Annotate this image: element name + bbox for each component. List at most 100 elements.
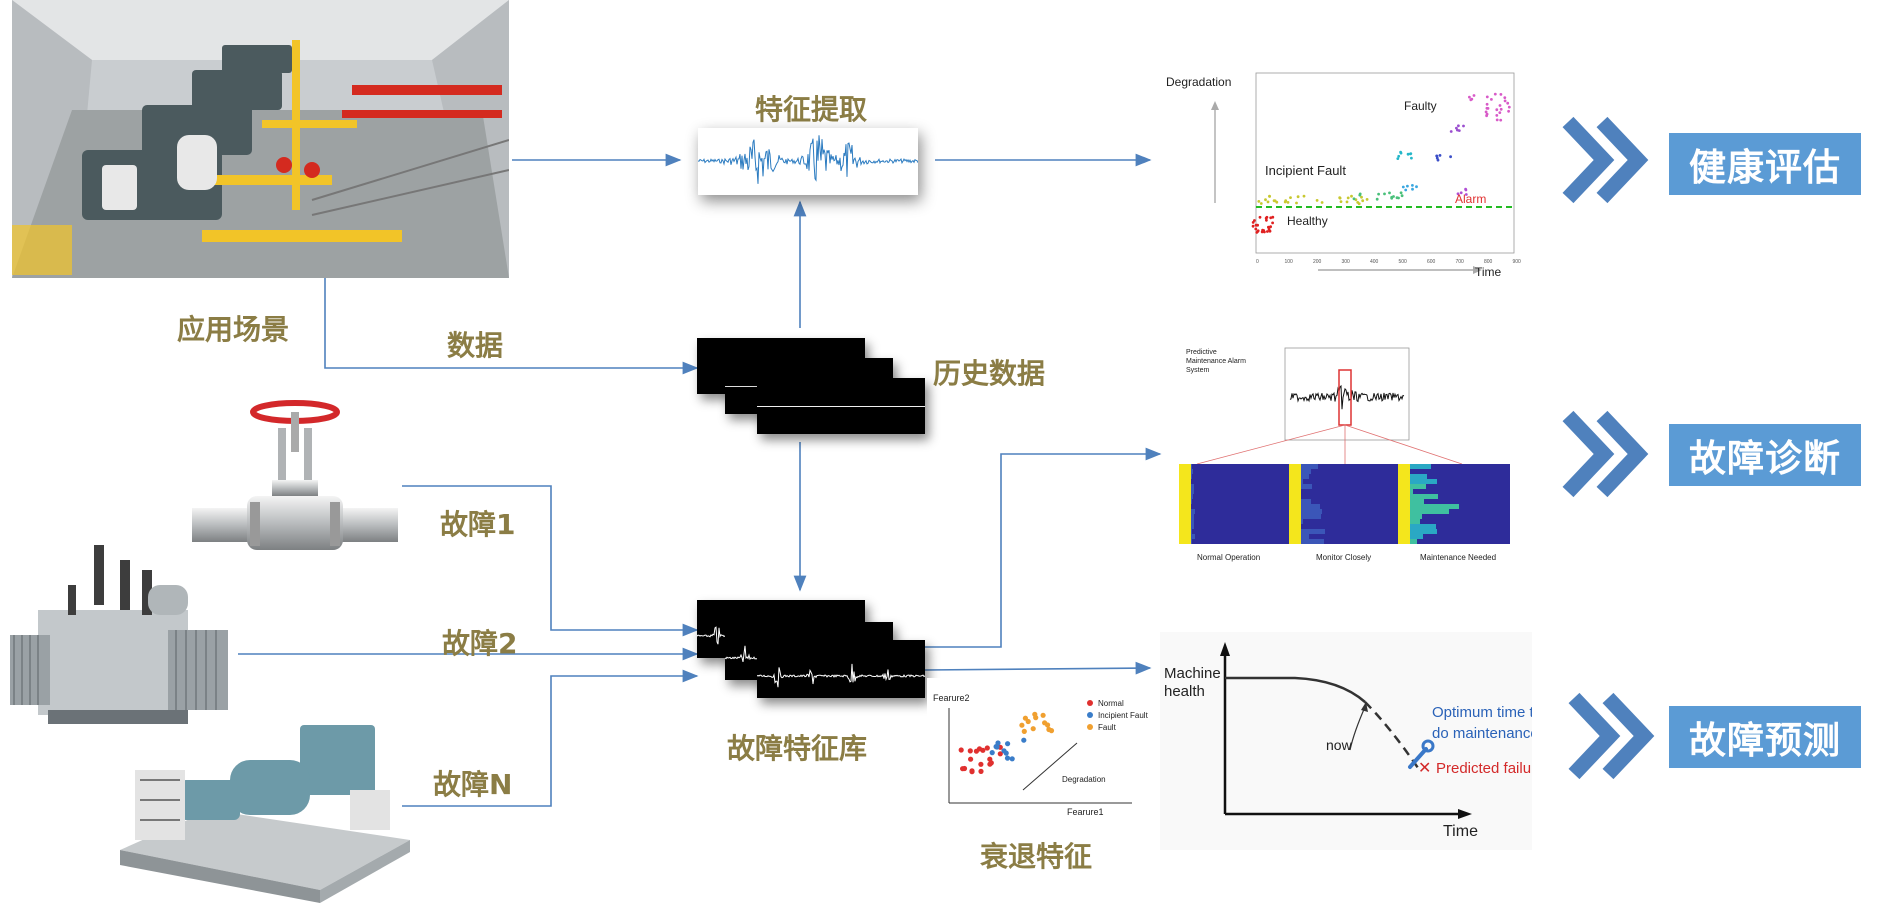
heatmap-cell	[1191, 514, 1194, 519]
heatmap-cell	[1410, 514, 1422, 519]
health-point	[1507, 109, 1510, 113]
heatmap-yellow-band	[1398, 464, 1410, 544]
heatmap-cell	[1410, 519, 1420, 524]
health-point	[1350, 194, 1353, 198]
heatmap-cell	[1410, 484, 1426, 489]
diag-title-3: System	[1186, 367, 1210, 374]
heatmap-cell	[1191, 489, 1194, 494]
health-xtick: 0	[1256, 259, 1259, 265]
scatter-point	[1030, 726, 1036, 732]
health-incipient-label: Incipient Fault	[1265, 163, 1346, 178]
scatter-xlabel: Fearure1	[1067, 807, 1104, 817]
scatter-point	[989, 750, 995, 756]
health-point	[1485, 102, 1489, 106]
failure-x-icon: ✕	[1418, 760, 1431, 777]
health-point	[1507, 105, 1511, 109]
health-point	[1267, 227, 1271, 231]
health-point	[1495, 114, 1499, 117]
heatmap-cell	[1410, 534, 1423, 539]
scatter-point	[1042, 720, 1048, 726]
health-point	[1251, 221, 1255, 224]
heatmap-cell	[1410, 489, 1413, 494]
feature-extraction-label: 特征提取	[755, 93, 868, 126]
health-point	[1490, 98, 1493, 101]
scatter-point	[969, 769, 975, 775]
legend-fault-dot	[1087, 724, 1093, 730]
health-point	[1356, 201, 1360, 204]
diag-panel-monitor: Monitor Closely	[1316, 553, 1371, 562]
health-point	[1399, 150, 1402, 154]
heatmap-cell	[1191, 469, 1193, 474]
health-point	[1267, 225, 1270, 229]
feature-extraction-waveform	[698, 128, 918, 195]
health-point	[1457, 129, 1461, 132]
fault-prediction-chart: Machine health Time now Optimum time to …	[1160, 632, 1532, 850]
heatmap-cell	[1191, 474, 1192, 479]
diag-panel-maintenance: Maintenance Needed	[1420, 553, 1496, 562]
health-point	[1352, 197, 1356, 201]
health-point	[1449, 155, 1452, 159]
health-point	[1449, 130, 1453, 133]
health-xtick: 800	[1484, 259, 1493, 265]
pred-xlabel: Time	[1443, 823, 1478, 840]
chevron-double-icon	[1562, 410, 1649, 498]
scatter-point	[1040, 712, 1046, 718]
health-point	[1345, 200, 1349, 204]
arrow-scene-data-to-history	[324, 278, 699, 375]
health-point	[1286, 201, 1290, 204]
heatmap-cell	[1301, 479, 1303, 484]
health-point	[1254, 223, 1258, 227]
health-point	[1360, 195, 1363, 199]
diag-panel-normal: Normal Operation	[1197, 553, 1260, 562]
health-point	[1493, 92, 1497, 96]
pred-ylabel-2: health	[1164, 683, 1205, 700]
heatmap-cell	[1191, 464, 1192, 469]
health-xlabel: Time	[1475, 265, 1502, 279]
health-xtick: 100	[1285, 259, 1294, 265]
health-point	[1271, 215, 1275, 219]
heatmap-cell	[1410, 524, 1436, 529]
health-point	[1383, 192, 1386, 196]
health-healthy-label: Healthy	[1287, 214, 1328, 228]
scatter-point	[980, 747, 986, 753]
waveform-trace	[698, 135, 918, 184]
health-point	[1361, 199, 1365, 203]
health-point	[1468, 95, 1471, 99]
heatmap-cell	[1191, 539, 1192, 544]
health-point	[1257, 200, 1261, 203]
health-xtick: 200	[1313, 259, 1322, 265]
heatmap-cell	[1191, 499, 1192, 504]
heatmap-cell	[1301, 539, 1324, 544]
heatmap-cell	[1191, 524, 1194, 529]
heatmap-cell	[1301, 484, 1312, 489]
health-point	[1484, 110, 1488, 114]
health-point	[1339, 200, 1343, 204]
scatter-point	[1025, 718, 1031, 725]
health-point	[1273, 199, 1277, 203]
health-point	[1396, 157, 1400, 160]
scatter-point	[967, 748, 973, 754]
spike-trace	[756, 663, 926, 688]
heatmap-cell	[1301, 509, 1322, 514]
health-point	[1266, 200, 1270, 204]
health-point	[1259, 202, 1263, 205]
health-point	[1436, 158, 1440, 162]
health-point	[1338, 196, 1342, 200]
scatter-point	[958, 747, 964, 753]
heatmap-cell	[1191, 529, 1192, 534]
application-scene-photo	[12, 0, 509, 278]
health-point	[1395, 196, 1399, 200]
legend-incipient-dot	[1087, 712, 1093, 718]
health-point	[1485, 112, 1489, 116]
scatter-point	[978, 761, 984, 767]
health-point	[1486, 107, 1490, 110]
heatmap-cell	[1191, 534, 1195, 539]
health-point	[1256, 230, 1260, 233]
health-point	[1456, 192, 1460, 196]
application-scene-label: 应用场景	[177, 313, 290, 346]
transformer-image	[8, 540, 240, 728]
health-point	[1498, 111, 1502, 114]
scatter-legend-incipient: Incipient Fault	[1098, 711, 1149, 720]
fault1-label: 故障1	[440, 508, 516, 541]
